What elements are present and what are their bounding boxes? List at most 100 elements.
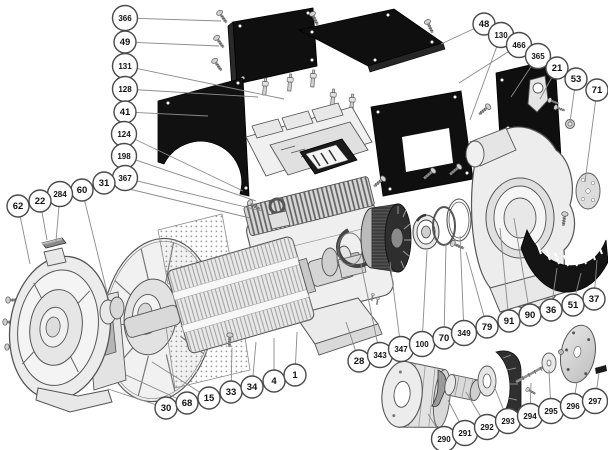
callout-22: 22 <box>28 189 52 213</box>
svg-text:100: 100 <box>415 340 429 349</box>
leader-line-367 <box>124 177 263 212</box>
svg-text:466: 466 <box>512 41 526 50</box>
callout-53: 53 <box>564 67 588 91</box>
bearing <box>412 213 440 250</box>
shaft-key <box>41 237 67 249</box>
callout-91: 91 <box>497 309 521 333</box>
svg-text:131: 131 <box>118 62 132 71</box>
callout-62: 62 <box>6 194 30 218</box>
svg-text:33: 33 <box>226 387 237 398</box>
louver-grille <box>520 228 608 293</box>
svg-text:30: 30 <box>161 403 172 414</box>
leader-line-90 <box>513 217 531 316</box>
leader-line-60 <box>81 189 109 297</box>
svg-text:365: 365 <box>531 52 545 61</box>
svg-text:290: 290 <box>437 435 451 444</box>
callout-349: 349 <box>450 319 478 347</box>
side-grille-panel <box>157 77 250 197</box>
leader-line-343 <box>360 263 381 356</box>
leader-line-131 <box>124 65 285 100</box>
callout-34: 34 <box>240 375 264 399</box>
callout-4: 4 <box>262 369 286 393</box>
svg-text:91: 91 <box>504 316 515 327</box>
callout-295: 295 <box>537 397 565 425</box>
callout-131: 131 <box>111 52 139 80</box>
leader-line-130 <box>469 34 502 121</box>
cover-disc <box>560 324 596 384</box>
svg-text:15: 15 <box>204 393 215 404</box>
top-cover-panel-right <box>297 8 446 73</box>
svg-text:48: 48 <box>479 19 490 30</box>
leader-line-79 <box>465 251 488 328</box>
callout-79: 79 <box>475 315 499 339</box>
callout-60: 60 <box>70 178 94 202</box>
leader-line-71 <box>584 89 598 183</box>
svg-text:294: 294 <box>523 412 537 421</box>
svg-text:198: 198 <box>117 152 131 161</box>
callout-1: 1 <box>283 363 307 387</box>
svg-text:128: 128 <box>118 85 132 94</box>
leader-line-347 <box>389 261 402 350</box>
callout-49: 49 <box>113 30 137 54</box>
svg-text:90: 90 <box>525 310 536 321</box>
callout-68: 68 <box>175 391 199 415</box>
svg-text:284: 284 <box>53 190 67 199</box>
callout-90: 90 <box>518 303 542 327</box>
callout-15: 15 <box>197 386 221 410</box>
svg-text:293: 293 <box>501 417 515 426</box>
svg-text:367: 367 <box>118 174 132 183</box>
svg-text:292: 292 <box>480 423 494 432</box>
callout-28: 28 <box>347 349 371 373</box>
leader-line-100 <box>421 249 428 345</box>
callout-366: 366 <box>111 4 139 32</box>
callout-128: 128 <box>111 75 139 103</box>
drive-end-bracket <box>1 247 127 413</box>
terminal-board-assembly <box>245 69 373 177</box>
callout-71: 71 <box>585 78 608 102</box>
callout-36: 36 <box>539 298 563 322</box>
leader-line-366 <box>124 17 222 22</box>
callout-367: 367 <box>111 164 139 192</box>
svg-text:34: 34 <box>247 382 258 393</box>
svg-text:343: 343 <box>373 351 387 360</box>
callout-365: 365 <box>524 42 552 70</box>
callout-198: 198 <box>110 142 138 170</box>
leader-line-124 <box>123 133 244 192</box>
lifting-bracket <box>527 75 567 115</box>
svg-text:347: 347 <box>394 345 408 354</box>
svg-text:291: 291 <box>458 429 472 438</box>
callout-297: 297 <box>581 387 608 415</box>
leader-line-70 <box>443 243 447 339</box>
svg-text:41: 41 <box>120 107 131 118</box>
svg-text:37: 37 <box>589 294 600 305</box>
leader-line-49 <box>124 41 220 47</box>
svg-text:296: 296 <box>566 402 580 411</box>
exciter-rotor <box>360 203 412 307</box>
flange-disc <box>575 172 601 210</box>
svg-text:68: 68 <box>182 398 193 409</box>
callout-41: 41 <box>113 100 137 124</box>
svg-text:31: 31 <box>99 178 110 189</box>
svg-text:1: 1 <box>292 370 298 381</box>
svg-text:366: 366 <box>118 14 132 23</box>
svg-text:51: 51 <box>568 300 579 311</box>
svg-text:21: 21 <box>552 63 563 74</box>
svg-text:130: 130 <box>494 31 508 40</box>
svg-text:28: 28 <box>354 356 365 367</box>
svg-text:70: 70 <box>439 333 450 344</box>
svg-text:349: 349 <box>457 329 471 338</box>
leader-line-128 <box>124 88 259 98</box>
svg-text:36: 36 <box>546 305 557 316</box>
callout-21: 21 <box>545 56 569 80</box>
callout-291: 291 <box>451 419 479 447</box>
svg-text:297: 297 <box>588 397 602 406</box>
leader-line-41 <box>124 111 209 117</box>
callout-37: 37 <box>582 287 606 311</box>
callout-30: 30 <box>154 396 178 420</box>
svg-text:60: 60 <box>77 185 88 196</box>
callout-293: 293 <box>494 407 522 435</box>
svg-text:71: 71 <box>592 85 603 96</box>
callout-balloons: 3664913112841124198367316028422624813046… <box>6 4 608 450</box>
